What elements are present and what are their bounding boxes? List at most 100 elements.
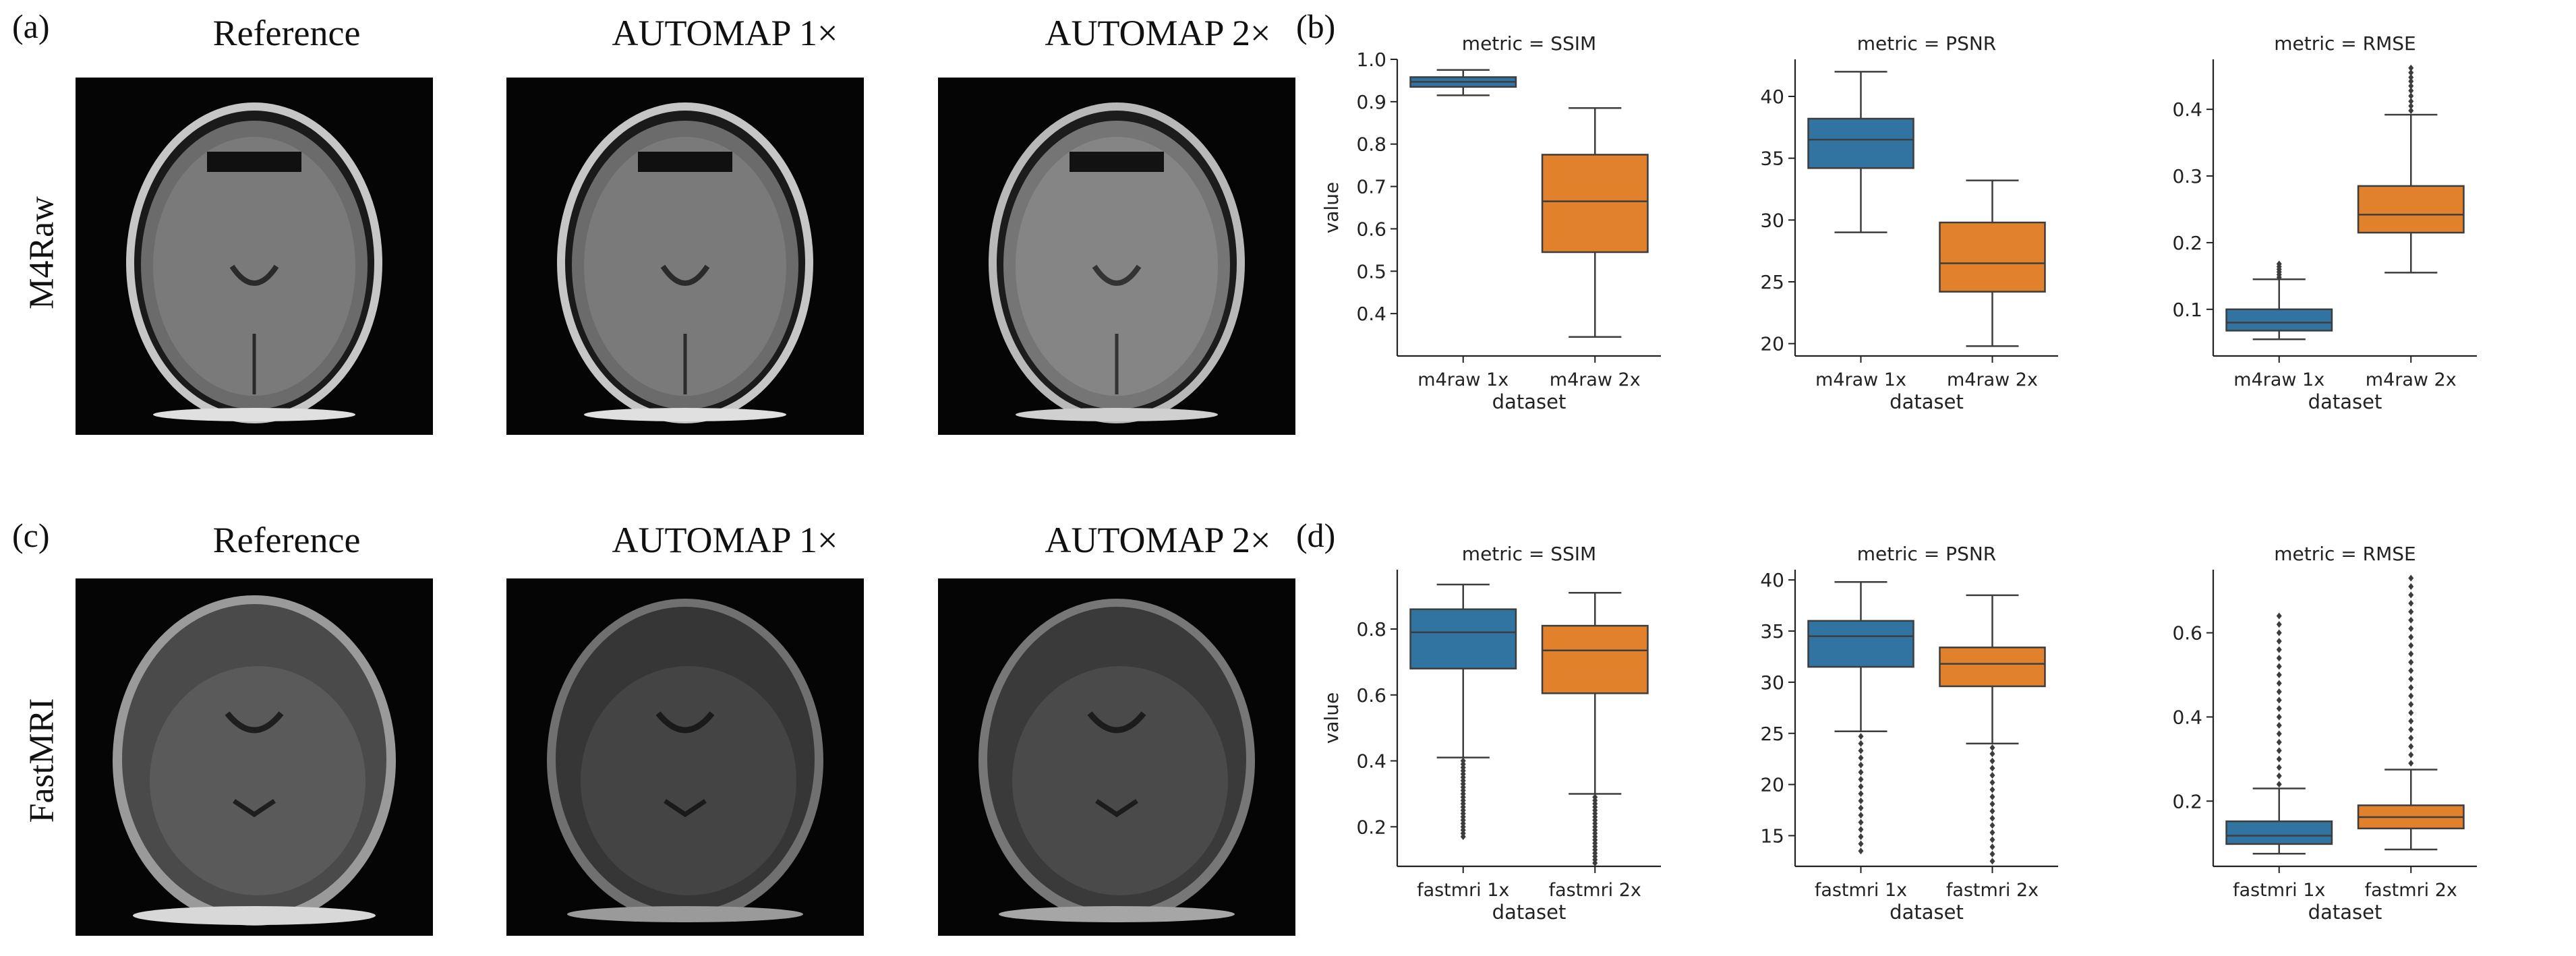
plot-1-ytick-label: 0.6: [1356, 218, 1386, 240]
plot-2-ytick-label: 35: [1760, 148, 1784, 170]
plot-5-ytick-label: 40: [1760, 569, 1784, 591]
plot-6-a-outlier: [2276, 713, 2282, 721]
plot-3-b-outlier: [2408, 92, 2414, 100]
plot-5-a-outlier: [1858, 754, 1864, 762]
plot-3-title: metric = RMSE: [2274, 32, 2416, 55]
plot-5-b-outlier: [1989, 843, 1995, 851]
plot-5-a-outlier: [1858, 818, 1864, 826]
plot-6-b-outlier: [2408, 717, 2414, 725]
plot-1-ytick-label: 0.5: [1356, 260, 1386, 282]
plot-4-xlabel: dataset: [1492, 901, 1567, 924]
plot-5-b-outlier: [1989, 779, 1995, 786]
plot-5-ytick-label: 35: [1760, 620, 1784, 643]
panel-label-c: (c): [12, 516, 50, 554]
plot-1-ylabel: value: [1320, 182, 1343, 233]
plot-5-b-outlier: [1989, 808, 1995, 815]
plot-3-b-outlier: [2408, 69, 2414, 76]
col-title-automap-2x: AUTOMAP 2×: [1045, 13, 1271, 53]
plot-6-a-outlier: [2276, 738, 2282, 746]
plot-6-a-outlier: [2276, 612, 2282, 620]
plot-5-b-outlier: [1989, 800, 1995, 808]
plot-5-b-outlier: [1989, 786, 1995, 794]
plot-6-b-outlier: [2408, 676, 2414, 683]
plot-6-b-outlier: [2408, 616, 2414, 624]
plot-1-ytick-label: 0.8: [1356, 133, 1386, 156]
plot-5-a-outlier: [1858, 776, 1864, 783]
plot-1-ytick-label: 0.7: [1356, 176, 1386, 198]
plot-5-xlabel: dataset: [1890, 901, 1964, 924]
plot-5-a-box: [1807, 620, 1914, 668]
plot-6-a-outlier: [2276, 688, 2282, 695]
plot-1-b-box: [1541, 154, 1649, 253]
plot-5-b-outlier: [1989, 765, 1995, 772]
plot-5-a-outlier: [1858, 812, 1864, 819]
plot-4-ytick-label: 0.8: [1356, 618, 1386, 640]
plot-6-b-outlier: [2408, 684, 2414, 691]
plot-6-b-outlier: [2408, 591, 2414, 599]
plot-3-ytick-label: 0.4: [2172, 98, 2202, 121]
plot-5-a-outlier: [1858, 826, 1864, 833]
plot-6-b-outlier: [2408, 633, 2414, 640]
plot-4-title: metric = SSIM: [1462, 543, 1596, 565]
plot-6-b-outlier: [2408, 700, 2414, 708]
plot-1-ytick-label: 0.4: [1356, 303, 1386, 325]
plot-6-b-outlier: [2408, 692, 2414, 700]
col-title-reference: Reference: [212, 13, 361, 53]
plot-3-ytick-label: 0.2: [2172, 232, 2202, 254]
plot-1-xlabel: dataset: [1492, 390, 1567, 413]
plot-6-b-outlier: [2408, 726, 2414, 734]
plot-3-b-outlier: [2408, 73, 2414, 81]
plot-3-b-outlier: [2408, 107, 2414, 115]
plot-6-a-box: [2225, 820, 2333, 845]
plot-6-a-outlier: [2276, 671, 2282, 679]
plot-3-b-outlier: [2408, 102, 2414, 110]
plot-5-b-xtick-label: fastmri 2x: [1946, 880, 2039, 901]
plot-4-a-xtick-label: fastmri 1x: [1417, 880, 1509, 901]
plot-4-ylabel: value: [1320, 692, 1343, 744]
plot-6-b-outlier: [2408, 751, 2414, 758]
plot-6-title: metric = RMSE: [2274, 543, 2416, 565]
plot-3-a-xtick-label: m4raw 1x: [2233, 369, 2324, 390]
plot-1-title: metric = SSIM: [1462, 32, 1596, 55]
plot-2-ytick-label: 40: [1760, 86, 1784, 108]
panel-label-d: (d): [1296, 516, 1336, 554]
plot-5-a-outlier: [1858, 783, 1864, 790]
plot-5-a-outlier: [1858, 833, 1864, 840]
plot-6-b-outlier: [2408, 659, 2414, 666]
plot-3-xlabel: dataset: [2308, 390, 2382, 413]
plot-5-a-outlier: [1858, 761, 1864, 769]
plot-2-ytick-label: 20: [1760, 333, 1784, 355]
plot-4-ytick-label: 0.2: [1356, 816, 1386, 838]
plot-3-b-outlier: [2408, 78, 2414, 85]
plot-5-b-outlier: [1989, 757, 1995, 765]
plot-6-a-outlier: [2276, 680, 2282, 687]
plot-5-ytick-label: 25: [1760, 723, 1784, 745]
plot-5-title: metric = PSNR: [1857, 543, 1997, 565]
plot-4-a-box: [1409, 608, 1517, 669]
plot-3-b-outlier: [2408, 64, 2414, 71]
plot-5-b-outlier: [1989, 750, 1995, 758]
plot-5-a-outlier: [1858, 847, 1864, 855]
plot-5-b-outlier: [1989, 850, 1995, 858]
plot-6-b-outlier: [2408, 650, 2414, 657]
plot-6-b-outlier: [2408, 574, 2414, 582]
plot-6-ytick-label: 0.4: [2172, 706, 2202, 728]
plot-5-a-xtick-label: fastmri 1x: [1815, 880, 1907, 901]
plot-4-a-outlier: [1460, 757, 1466, 765]
plot-2-title: metric = PSNR: [1857, 32, 1997, 55]
plot-2-ytick-label: 30: [1760, 209, 1784, 231]
plot-5-a-outlier: [1858, 733, 1864, 740]
plot-5-b-outlier: [1989, 744, 1995, 751]
plot-5-a-outlier: [1858, 790, 1864, 798]
plot-6-a-outlier: [2276, 747, 2282, 754]
plot-5-b-outlier: [1989, 822, 1995, 829]
mri-image-fastmri-automap-1x: [506, 578, 864, 936]
plot-6-xlabel: dataset: [2308, 901, 2382, 924]
plot-2-b-box: [1939, 221, 2046, 293]
plot-6-b-outlier: [2408, 608, 2414, 616]
plot-3-a-outlier: [2276, 260, 2282, 268]
plot-6-a-outlier: [2276, 663, 2282, 670]
plot-5-b-box: [1939, 647, 2046, 688]
plot-6-b-outlier: [2408, 743, 2414, 750]
plot-2-xlabel: dataset: [1890, 390, 1964, 413]
